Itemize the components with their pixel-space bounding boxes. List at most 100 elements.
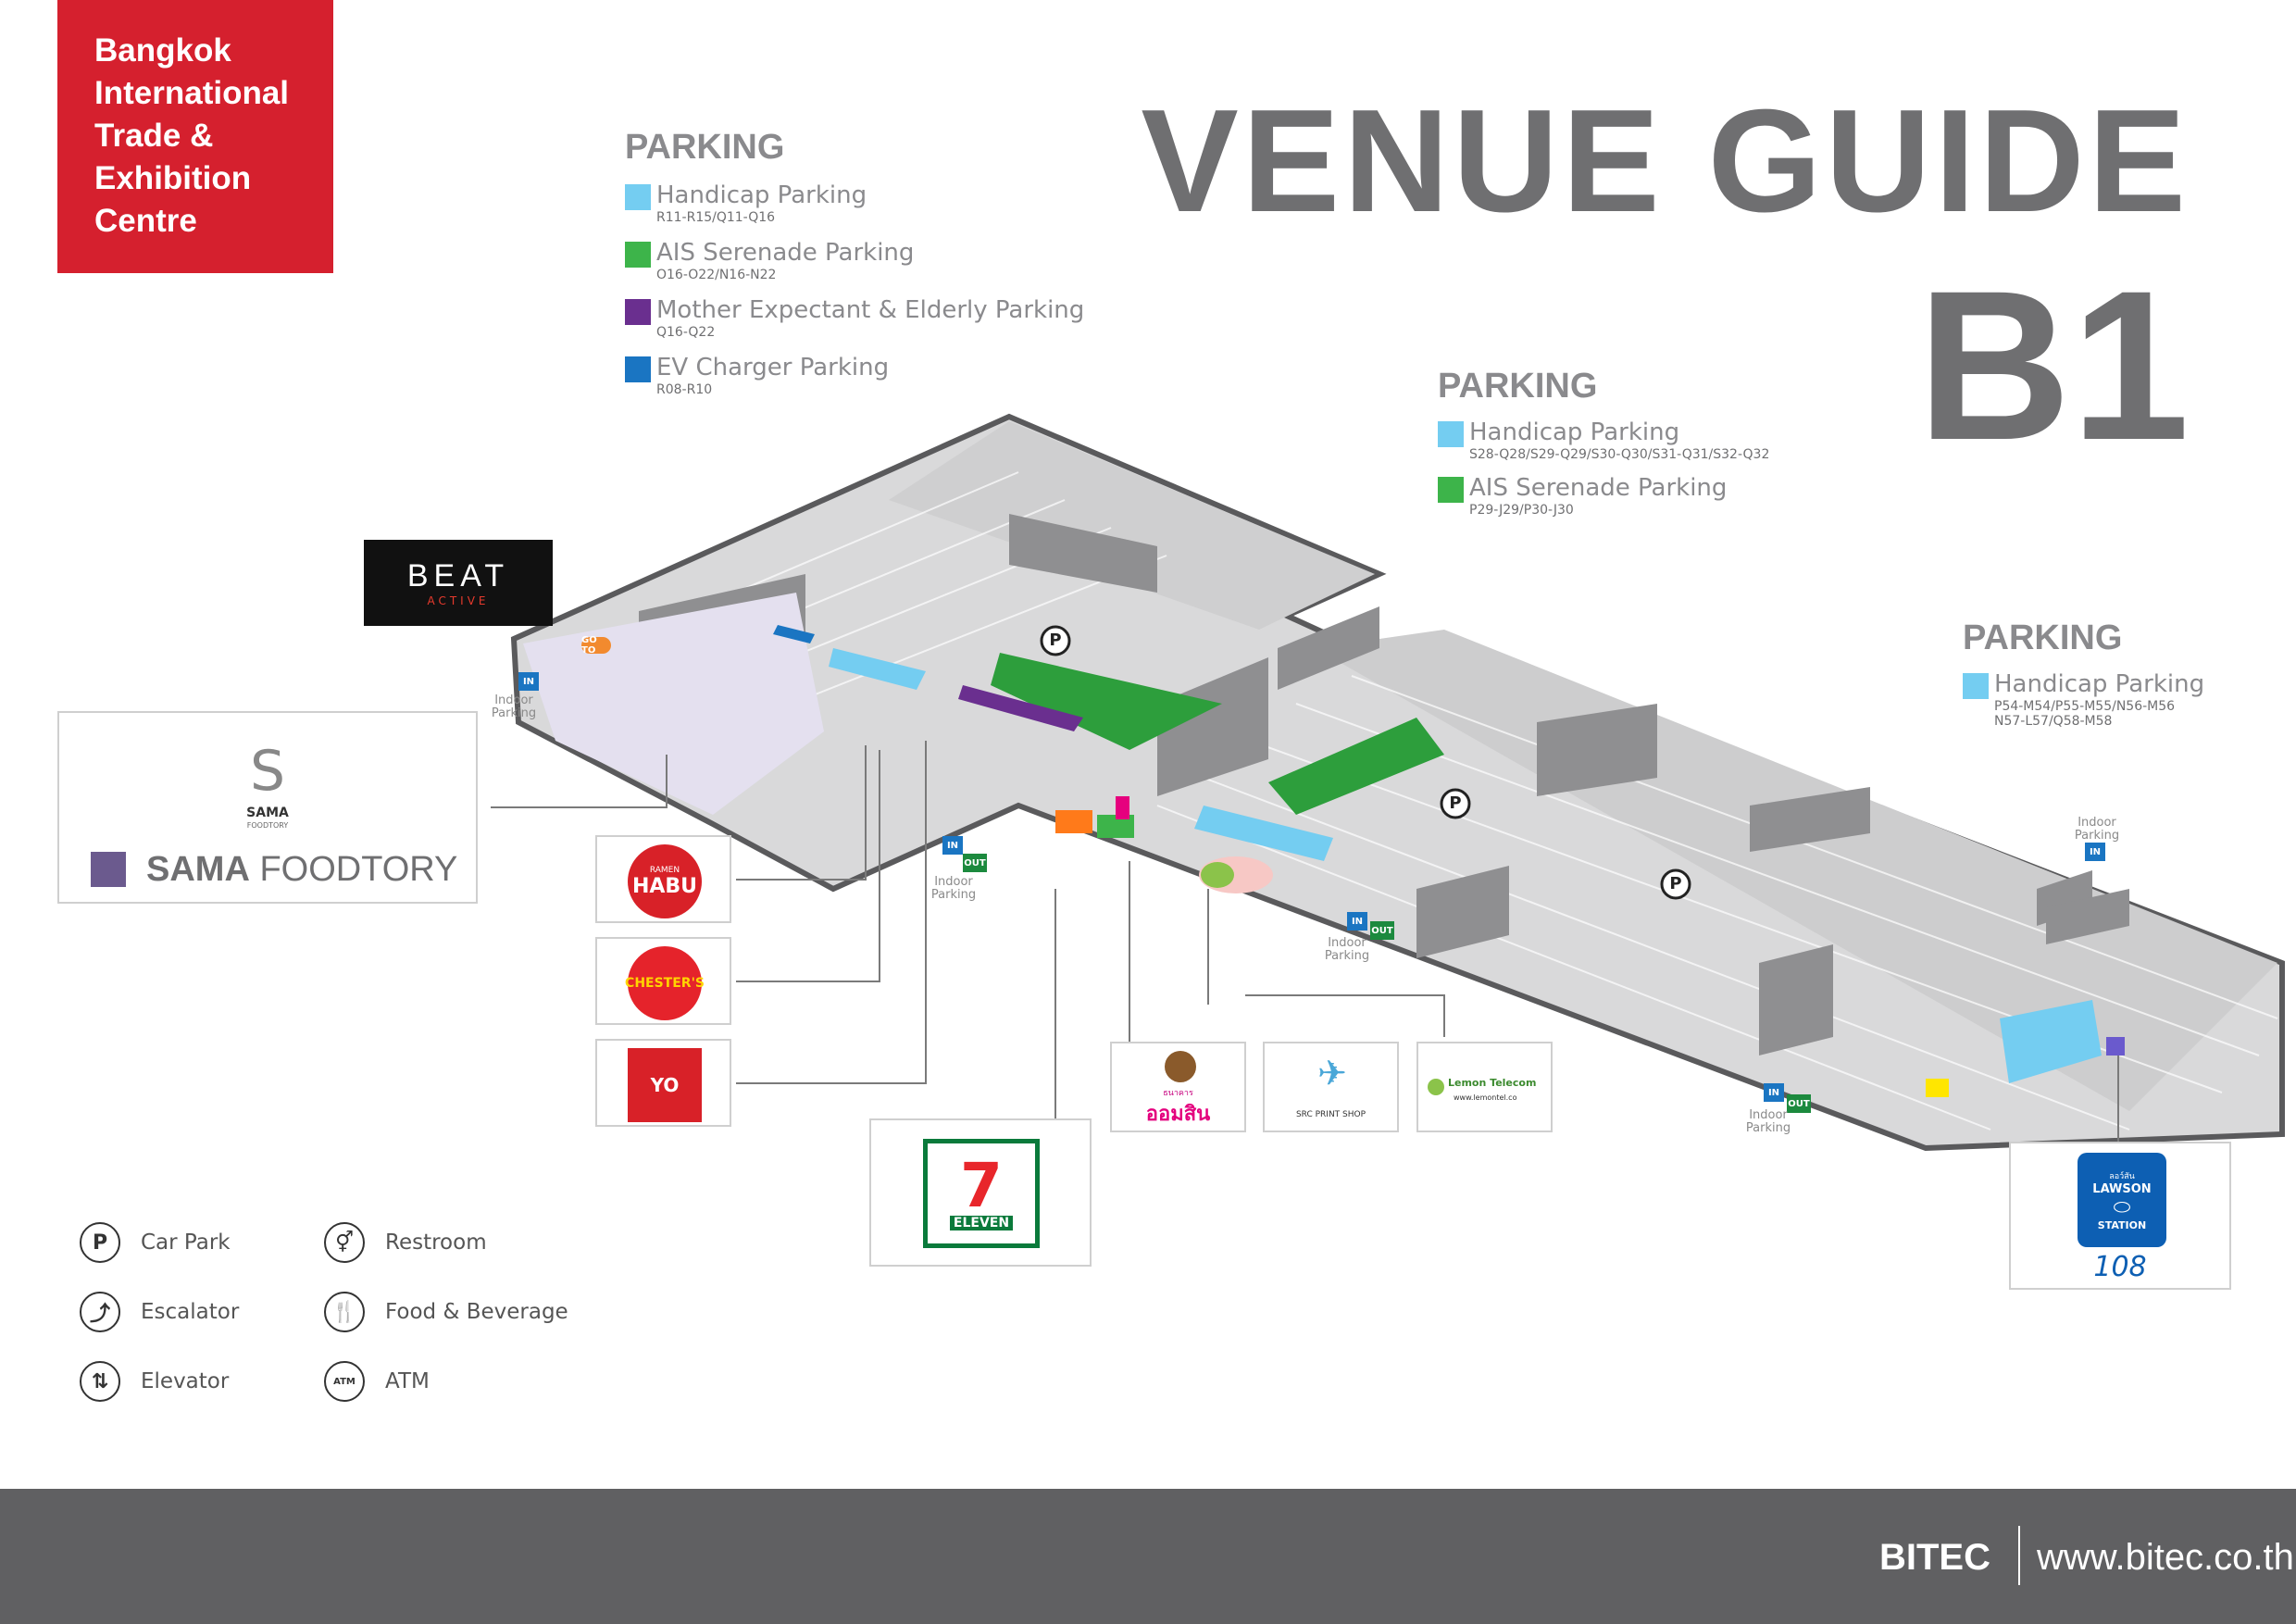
legend-item: ⇅ Elevator [80,1361,239,1402]
parking-code: O16-O22/N16-N22 [656,268,777,282]
building-block [1278,606,1379,690]
sama-label: SAMA FOODTORY [146,850,457,890]
lawson-sub: STATION [2097,1218,2147,1231]
handicap-swatch [1963,673,1989,699]
legend-label: Restroom [385,1230,487,1255]
shop-block [1926,1079,1949,1097]
elevator-icon: ⇅ [80,1361,120,1402]
parking-code: R11-R15/Q11-Q16 [656,210,776,225]
building-block [1750,787,1870,852]
seven-eleven-logo: 7 ELEVEN [923,1139,1040,1248]
atm-icon: ATM [324,1361,365,1402]
parking-item: Mother Expectant & Elderly Parking Q16-Q… [625,295,1084,340]
escalator-icon: ⤴ [80,1292,120,1332]
sama-logo-icon: S [249,739,286,804]
handicap-zone [1194,806,1333,861]
handicap-zone [2000,1000,2102,1083]
out-tag: OUT [1787,1094,1811,1113]
shop-block [1116,796,1129,819]
lemon-url: www.lemontel.co [1454,1093,1517,1102]
parking-code: N57-L57/Q58-M58 [1994,714,2113,729]
indoor-parking-label: Indoor Parking [491,693,537,720]
parking-code: P54-M54/P55-M55/N56-M56 [1994,699,2176,714]
ais-parking-zone [991,653,1222,750]
parking-name: Handicap Parking [1469,418,1680,446]
food-beverage-icon: 🍴 [324,1292,365,1332]
legend-column-2: ⚥ Restroom 🍴 Food & Beverage ATM ATM [324,1222,568,1402]
in-tag: IN [518,672,539,691]
org-name-line: Bangkok [94,32,231,69]
parking-name: AIS Serenade Parking [656,239,915,267]
legend-label: Car Park [141,1230,231,1255]
floor-slab [510,413,2285,1152]
handicap-swatch [625,184,651,210]
floor-level: B1 [1916,246,2190,484]
parking-heading: PARKING [1438,367,1598,406]
org-name-line: Exhibition [94,160,252,196]
indoor-parking-label: Indoor Parking [1745,1108,1791,1135]
legend-column-1: P Car Park ⤴ Escalator ⇅ Elevator [80,1222,239,1402]
parking-name: Handicap Parking [1994,670,2205,698]
parking-code: P29-J29/P30-J30 [1469,503,1574,518]
building-block [1537,704,1657,796]
go-to-tag: GO TO [581,635,611,656]
in-tag: IN [2085,843,2105,861]
lemon-name: Lemon Telecom [1448,1077,1537,1089]
lawson-card: ลอว์สัน LAWSON ⬭ STATION 108 [2009,1142,2231,1290]
omsin-card: ธนาคาร ออมสิน [1110,1042,1246,1132]
legend-item: ⤴ Escalator [80,1292,239,1332]
legend-item: 🍴 Food & Beverage [324,1292,568,1332]
parking-code: R08-R10 [656,382,713,397]
chesters-card: CHESTER'S [595,937,731,1025]
parking-name: Handicap Parking [656,181,867,209]
lawson-top: ลอว์สัน [2109,1171,2135,1181]
handicap-swatch [1438,421,1464,447]
sama-label-bold: SAMA [146,850,250,889]
car-park-markers [1040,625,1691,900]
ais-swatch [625,242,651,268]
parking-item: AIS Serenade Parking O16-O22/N16-N22 [625,238,1084,282]
sama-foodtory-card: S SAMA FOODTORY SAMA FOODTORY [57,711,478,904]
building-block [2046,889,2129,944]
footer-divider [2018,1526,2020,1585]
car-park-label: P [1449,793,1462,813]
legend-label: Food & Beverage [385,1300,568,1324]
handicap-zone [829,648,926,690]
legend-label: ATM [385,1369,430,1393]
omsin-emblem-icon [1165,1051,1196,1082]
building-block [1759,944,1833,1056]
sama-label-rest: FOODTORY [249,850,458,889]
indoor-parking-label: Indoor Parking [1324,936,1370,963]
legend-item: P Car Park [80,1222,239,1263]
chesters-logo-text: CHESTER'S [625,976,705,991]
sama-logo-sub: FOODTORY [246,821,289,830]
parking-heading: PARKING [625,128,785,167]
legend-label: Elevator [141,1369,230,1393]
indoor-parking-label: Indoor Parking [2074,816,2120,843]
parking-heading: PARKING [1963,618,2123,657]
parking-name: Mother Expectant & Elderly Parking [656,296,1085,324]
out-tag: OUT [963,854,987,872]
website-link[interactable]: www.bitec.co.th [2037,1537,2294,1578]
legend-label: Escalator [141,1300,240,1324]
floor-plan-map [491,413,2285,1152]
beat-logo-text: BEAT [406,558,510,593]
ais-parking-zone [1268,718,1444,815]
yoyo-logo-text: YO [650,1074,680,1096]
parking-legend-central: PARKING Handicap Parking S28-Q28/S29-Q29… [1438,367,1769,518]
building-block [1009,514,1157,593]
seven-eleven-card: 7 ELEVEN [869,1118,1092,1267]
ev-charger-swatch [625,356,651,382]
beat-active-logo: BEAT ACTIVE [364,540,553,626]
lemon-icon [1428,1079,1444,1095]
out-tag: OUT [1370,921,1394,940]
habu-logo-small: RAMEN [649,865,680,875]
shop-block [2106,1037,2125,1056]
in-tag: IN [942,836,963,855]
mother-elderly-zone [958,685,1083,731]
building-block [1157,657,1268,796]
habu-logo-name: HABU [631,874,698,898]
parking-code: Q16-Q22 [656,325,716,340]
lawson-name: LAWSON [2092,1181,2152,1196]
chesters-logo: CHESTER'S [625,946,705,1020]
